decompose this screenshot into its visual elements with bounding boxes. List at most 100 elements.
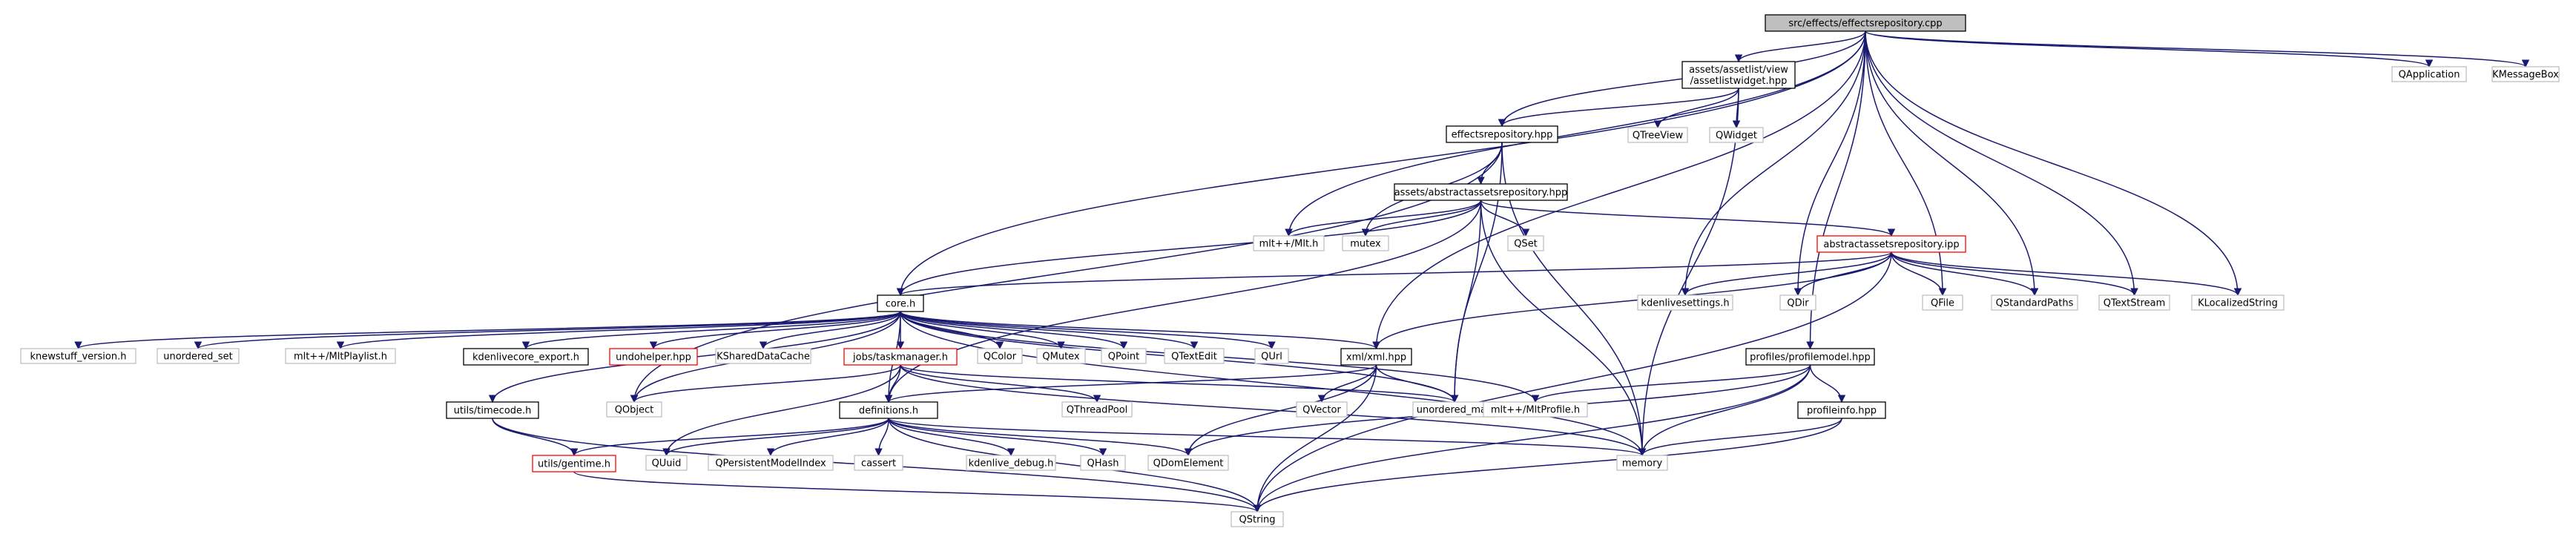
- node-alw[interactable]: assets/assetlist/view/assetlistwidget.hp…: [1681, 61, 1796, 89]
- edge-defs-to-qdomel: [888, 418, 1193, 457]
- node-box-taskmgr: [843, 348, 958, 366]
- node-box-qurl: [1254, 348, 1289, 364]
- node-label-qtextedit: QTextEdit: [1171, 352, 1217, 363]
- edge-abshpp-to-unmap: [1450, 200, 1482, 403]
- node-box-kshared: [715, 348, 811, 364]
- node-label-core: core.h: [886, 299, 916, 310]
- node-label-qdomel: QDomElement: [1153, 458, 1224, 470]
- edge-absipp-to-klocstr: [1891, 251, 2242, 297]
- node-core[interactable]: core.h: [877, 294, 924, 312]
- edge-core-to-mltplaylist: [337, 311, 901, 350]
- node-profmodel[interactable]: profiles/profilemodel.hpp: [1745, 348, 1875, 366]
- edge-core-to-knewstuff: [74, 311, 901, 350]
- node-box-cassert: [854, 455, 903, 471]
- node-box-xmlhpp: [1340, 348, 1412, 366]
- node-label-qpersist: QPersistentModelIndex: [715, 458, 826, 470]
- node-knewstuff: knewstuff_version.h: [20, 348, 136, 364]
- node-effhpp[interactable]: effectsrepository.hpp: [1446, 125, 1558, 143]
- node-label-qthreadpool: QThreadPool: [1067, 405, 1128, 416]
- node-qcolor: QColor: [977, 348, 1023, 364]
- node-label-qhash: QHash: [1087, 458, 1119, 470]
- node-label-profinfo: profileinfo.hpp: [1807, 406, 1877, 417]
- edge-root-to-mltmlt: [1285, 30, 1866, 237]
- edge-defs-to-kdebug: [888, 418, 1015, 457]
- node-qthreadpool: QThreadPool: [1061, 401, 1133, 418]
- edge-core-to-xmlhpp: [900, 311, 1380, 350]
- edge-profmodel-to-memory: [1638, 364, 1811, 457]
- node-kcoreexp[interactable]: kdenlivecore_export.h: [463, 348, 589, 366]
- edge-defs-to-gentime: [570, 418, 889, 457]
- node-box-mltprofile: [1483, 401, 1588, 418]
- node-mltmlt: mlt++/Mlt.h: [1253, 235, 1325, 251]
- node-label-kshared: KSharedDataCache: [717, 352, 810, 363]
- node-profinfo[interactable]: profileinfo.hpp: [1797, 401, 1886, 419]
- node-box-kcoreexp: [463, 348, 589, 366]
- edge-root-to-klocstr: [1865, 30, 2242, 297]
- node-qapp: QApplication: [2391, 66, 2467, 82]
- node-root[interactable]: src/effects/effectsrepository.cpp: [1765, 14, 1966, 32]
- node-qurl: QUrl: [1254, 348, 1289, 364]
- node-box-abshpp: [1394, 183, 1568, 201]
- edge-absipp-to-xmlhpp: [1372, 251, 1892, 350]
- edge-taskmgr-to-quuid: [662, 364, 901, 457]
- node-box-qtreeview: [1627, 127, 1688, 143]
- node-label-qvector: QVector: [1302, 405, 1341, 416]
- edge-core-to-unset: [194, 311, 901, 350]
- edge-profmodel-to-mltprofile: [1531, 364, 1811, 403]
- node-box-qobject: [606, 401, 662, 418]
- node-timecode[interactable]: utils/timecode.h: [446, 401, 539, 419]
- edge-defs-to-qhash: [888, 418, 1107, 457]
- edge-taskmgr-to-qobject: [630, 364, 901, 403]
- nodes-layer: src/effects/effectsrepository.cpp assets/…: [20, 14, 2560, 527]
- edge-root-to-kdenset: [1681, 30, 1866, 297]
- node-qfile: QFile: [1922, 294, 1963, 311]
- node-label-undohelper: undohelper.hpp: [616, 352, 691, 363]
- node-qhash: QHash: [1080, 455, 1126, 471]
- node-absipp[interactable]: abstractassetsrepository.ipp: [1816, 235, 1966, 253]
- node-kdenset: kdenlivesettings.h: [1637, 294, 1733, 311]
- edge-root-to-qtextstream: [1865, 30, 2138, 297]
- node-quuid: QUuid: [645, 455, 688, 471]
- node-qwidget: QWidget: [1709, 127, 1764, 143]
- node-label-unmap: unordered_map: [1417, 405, 1493, 416]
- node-xmlhpp[interactable]: xml/xml.hpp: [1340, 348, 1412, 366]
- edge-abshpp-to-mutex: [1361, 200, 1482, 237]
- node-box-klocstr: [2191, 294, 2285, 311]
- node-label-mltprofile: mlt++/MltProfile.h: [1491, 405, 1580, 416]
- node-undohelper[interactable]: undohelper.hpp: [609, 348, 698, 366]
- node-qobject: QObject: [606, 401, 662, 418]
- node-box-gentime: [532, 455, 616, 472]
- edge-taskmgr-to-qthreadpool: [900, 364, 1101, 403]
- node-qdir: QDir: [1779, 294, 1816, 311]
- node-label-effhpp: effectsrepository.hpp: [1452, 130, 1553, 141]
- edge-timecode-to-gentime: [492, 418, 579, 457]
- node-mutex: mutex: [1342, 235, 1389, 251]
- node-label-gentime: utils/gentime.h: [538, 459, 610, 470]
- edge-profmodel-to-qstring: [1253, 364, 1811, 513]
- node-box-qpersist: [708, 455, 834, 471]
- edge-root-to-core: [896, 30, 1866, 297]
- edge-core-to-qtextedit: [900, 311, 1199, 350]
- node-box-qstdpaths: [1991, 294, 2078, 311]
- node-box-qpoint: [1101, 348, 1147, 364]
- edge-abshpp-to-core: [896, 200, 1482, 297]
- node-label-qapp: QApplication: [2399, 70, 2460, 81]
- edge-xmlhpp-to-unmap: [1375, 364, 1459, 403]
- node-gentime[interactable]: utils/gentime.h: [532, 455, 616, 472]
- edge-root-to-xmlhpp: [1372, 30, 1866, 350]
- edge-gentime-to-qstring: [573, 471, 1261, 513]
- node-box-memory: [1616, 455, 1668, 471]
- node-qpoint: QPoint: [1101, 348, 1147, 364]
- node-box-qwidget: [1709, 127, 1764, 143]
- node-label-klocstr: KLocalizedString: [2198, 298, 2278, 309]
- edge-xmlhpp-to-qvector: [1317, 364, 1377, 403]
- edge-alw-to-memory: [1638, 88, 1739, 457]
- node-taskmgr[interactable]: jobs/taskmanager.h: [843, 348, 958, 366]
- node-box-qthreadpool: [1061, 401, 1133, 418]
- node-box-qdir: [1779, 294, 1816, 311]
- edge-core-to-undohelper: [649, 311, 901, 350]
- node-defs[interactable]: definitions.h: [839, 401, 938, 419]
- node-abshpp[interactable]: assets/abstractassetsrepository.hpp: [1394, 183, 1568, 201]
- node-box-profinfo: [1797, 401, 1886, 419]
